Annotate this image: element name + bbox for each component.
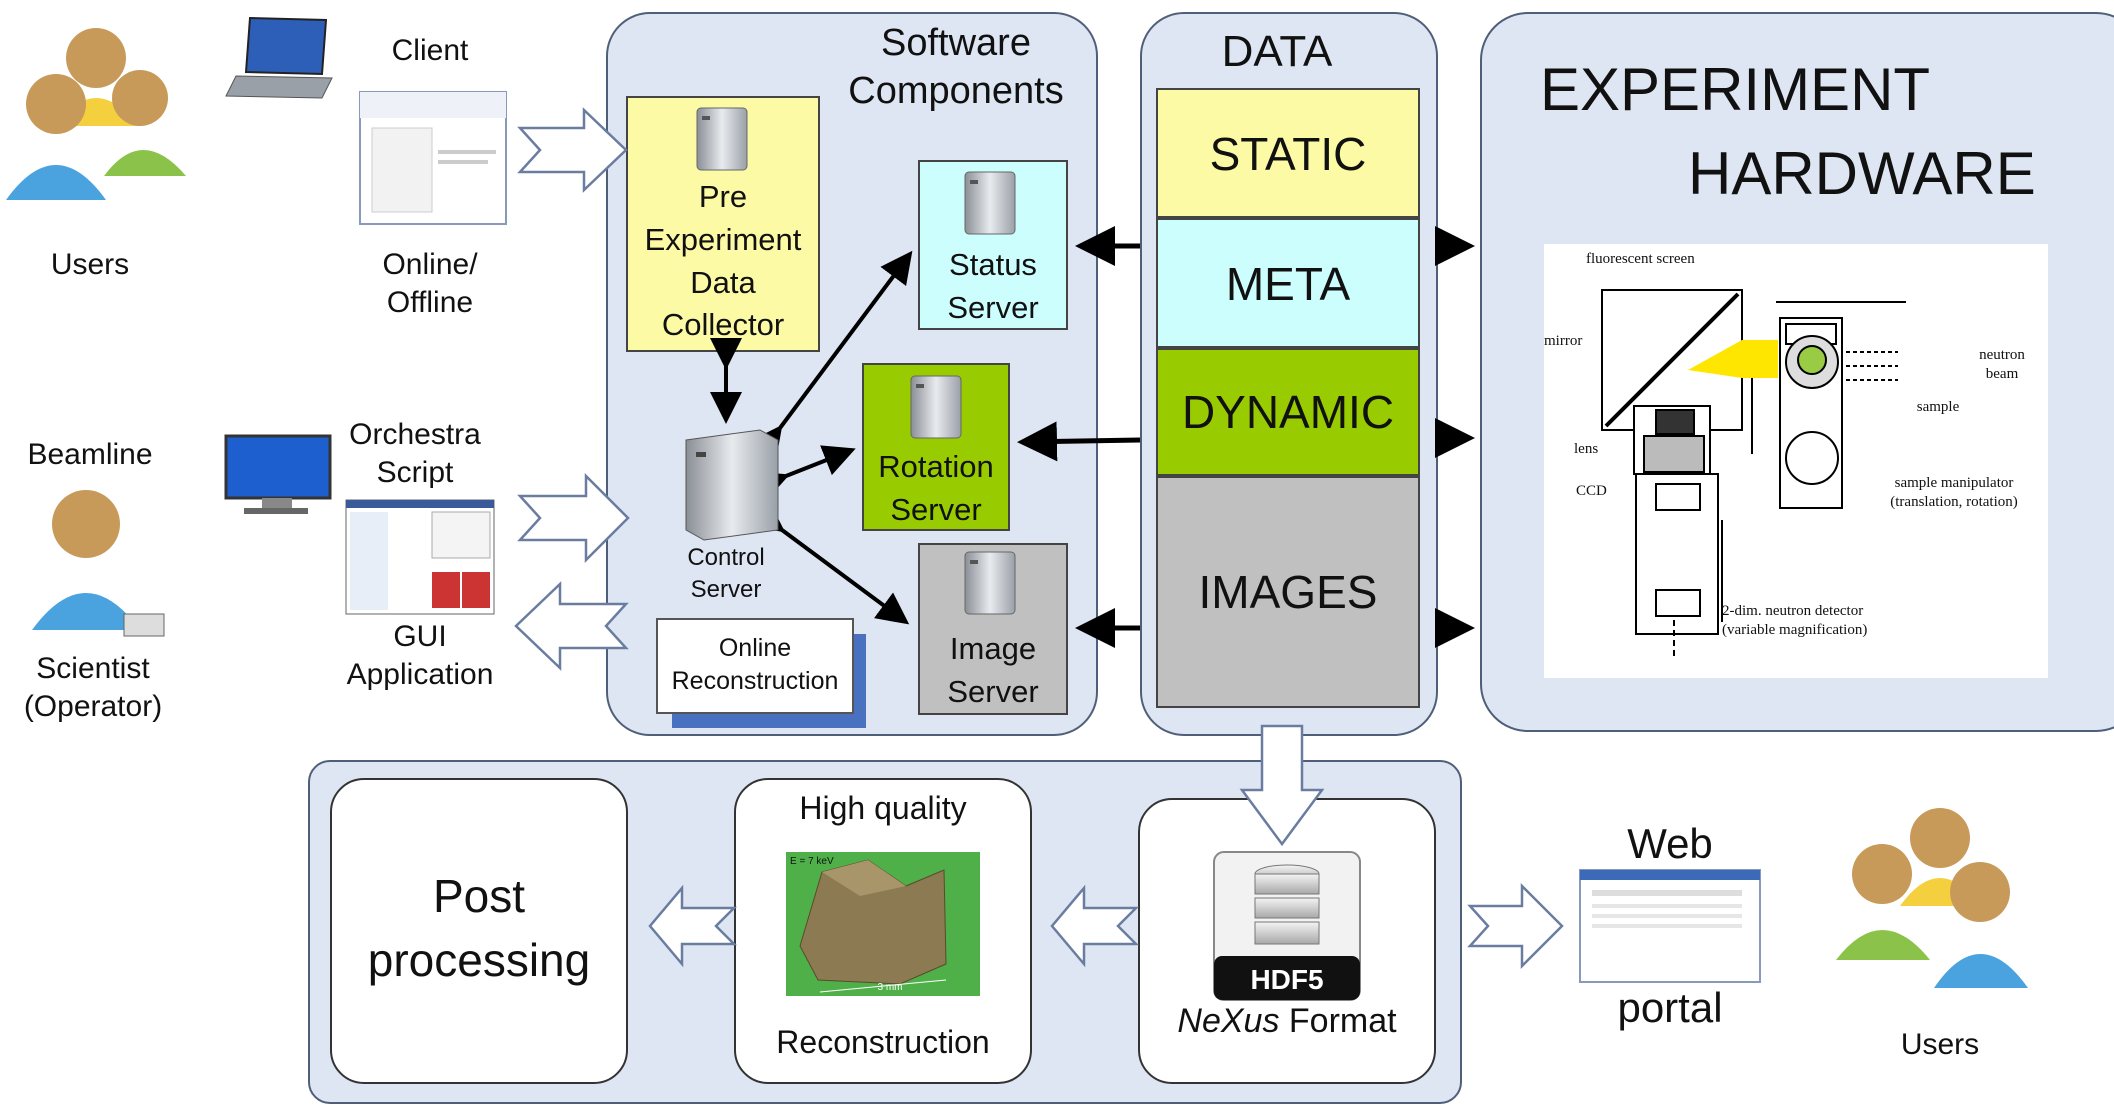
monitor-icon <box>224 434 332 514</box>
data-title: DATA <box>1221 27 1333 76</box>
data-static-box <box>1156 88 1420 218</box>
rotation-server-label: Rotation Server <box>878 449 994 527</box>
hardware-title-line1: EXPERIMENT <box>1540 56 1931 123</box>
hw-label-ccd: CCD <box>1576 483 1607 499</box>
data-images-label: IMAGES <box>1198 566 1378 618</box>
gui-screenshot-thumbnail <box>345 499 495 615</box>
data-meta-label: META <box>1225 258 1351 310</box>
data-meta-box <box>1156 218 1420 348</box>
image-server-label: Image Server <box>947 631 1039 709</box>
laptop-icon <box>225 16 333 99</box>
scientist-label: Scientist (Operator) <box>23 652 163 723</box>
arrow-control-rotation <box>754 445 856 502</box>
reconstruction-label: Reconstruction <box>776 1024 990 1060</box>
server-icon-collector <box>696 107 748 171</box>
data-dynamic-box <box>1156 348 1420 476</box>
users-label-bottom: Users <box>1900 1028 1980 1061</box>
client-label: Client <box>391 34 469 67</box>
hw-label-fluorescent-screen: fluorescent screen <box>1586 251 1695 267</box>
orchestra-script-label: Orchestra Script <box>349 418 481 489</box>
hdf5-label: HDF5 <box>1250 964 1324 995</box>
hollow-arrow-client <box>517 107 628 193</box>
nexus-format-text: Format <box>1279 1002 1397 1040</box>
hw-label-sample-manipulator: sample manipulator (translation, rotatio… <box>1890 475 2018 510</box>
gui-application-label: GUI Application <box>346 620 494 691</box>
hardware-title-line2: HARDWARE <box>1688 140 2036 207</box>
reconstruction-image <box>786 852 980 996</box>
recon-image-scale-label: 3 mm <box>877 982 903 993</box>
hollow-arrow-hdf5-down <box>1239 724 1325 847</box>
users-group-icon-top <box>6 28 186 200</box>
post-processing-box <box>330 778 628 1084</box>
hdf5-database-icon <box>1213 851 1361 1001</box>
server-icon-rotation <box>910 375 962 439</box>
arrow-control-status <box>750 250 913 461</box>
hardware-drawing <box>1601 289 1906 660</box>
nexus-format-label: NeXus Format <box>1138 1000 1436 1043</box>
pre-experiment-collector-label: Pre Experiment Data Collector <box>644 179 802 343</box>
server-icon-image <box>964 551 1016 615</box>
web-portal-thumbnail <box>1579 869 1761 983</box>
scientist-icon <box>32 490 165 637</box>
control-server-label: Control Server <box>687 544 765 604</box>
arrow-control-image <box>749 500 910 625</box>
hollow-arrow-to-post <box>648 884 738 968</box>
server-icon-status <box>964 171 1016 235</box>
web-label: Web <box>1627 820 1713 867</box>
hw-label-neutron-beam: neutron beam <box>1979 347 2025 382</box>
data-static-label: STATIC <box>1209 128 1367 180</box>
hollow-arrow-to-recon <box>1050 884 1140 968</box>
hollow-arrow-gui <box>514 581 629 671</box>
recon-image-energy-label: E = 7 keV <box>790 856 834 867</box>
hw-label-sample: sample <box>1916 399 1960 415</box>
beamline-label: Beamline <box>27 438 153 471</box>
high-quality-label: High quality <box>799 790 967 826</box>
post-processing-label: Post processing <box>367 870 591 987</box>
online-offline-label: Online/ Offline <box>382 248 478 319</box>
users-group-icon-bottom <box>1836 808 2028 988</box>
hw-label-mirror: mirror <box>1544 333 1583 349</box>
status-server-label: Status Server <box>947 247 1039 325</box>
data-images-box <box>1156 476 1420 708</box>
users-label-top: Users <box>50 248 130 281</box>
online-reconstruction-label: Online Reconstruction <box>671 634 839 695</box>
software-components-title: Software Components <box>848 22 1064 112</box>
client-page-thumbnail <box>359 91 507 225</box>
portal-label: portal <box>1617 984 1723 1031</box>
hollow-arrow-to-web <box>1467 882 1564 970</box>
hollow-arrow-orchestra <box>517 472 630 564</box>
hw-label-detector: 2-dim. neutron detector (variable magnif… <box>1722 603 1868 638</box>
server-icon-control <box>685 429 779 541</box>
image-server-box <box>918 543 1068 715</box>
nexus-italic-text: NeXus <box>1177 1002 1280 1040</box>
arrow-data-rotation <box>1017 421 1141 462</box>
data-dynamic-label: DYNAMIC <box>1181 386 1395 438</box>
hw-label-lens: lens <box>1574 441 1599 457</box>
